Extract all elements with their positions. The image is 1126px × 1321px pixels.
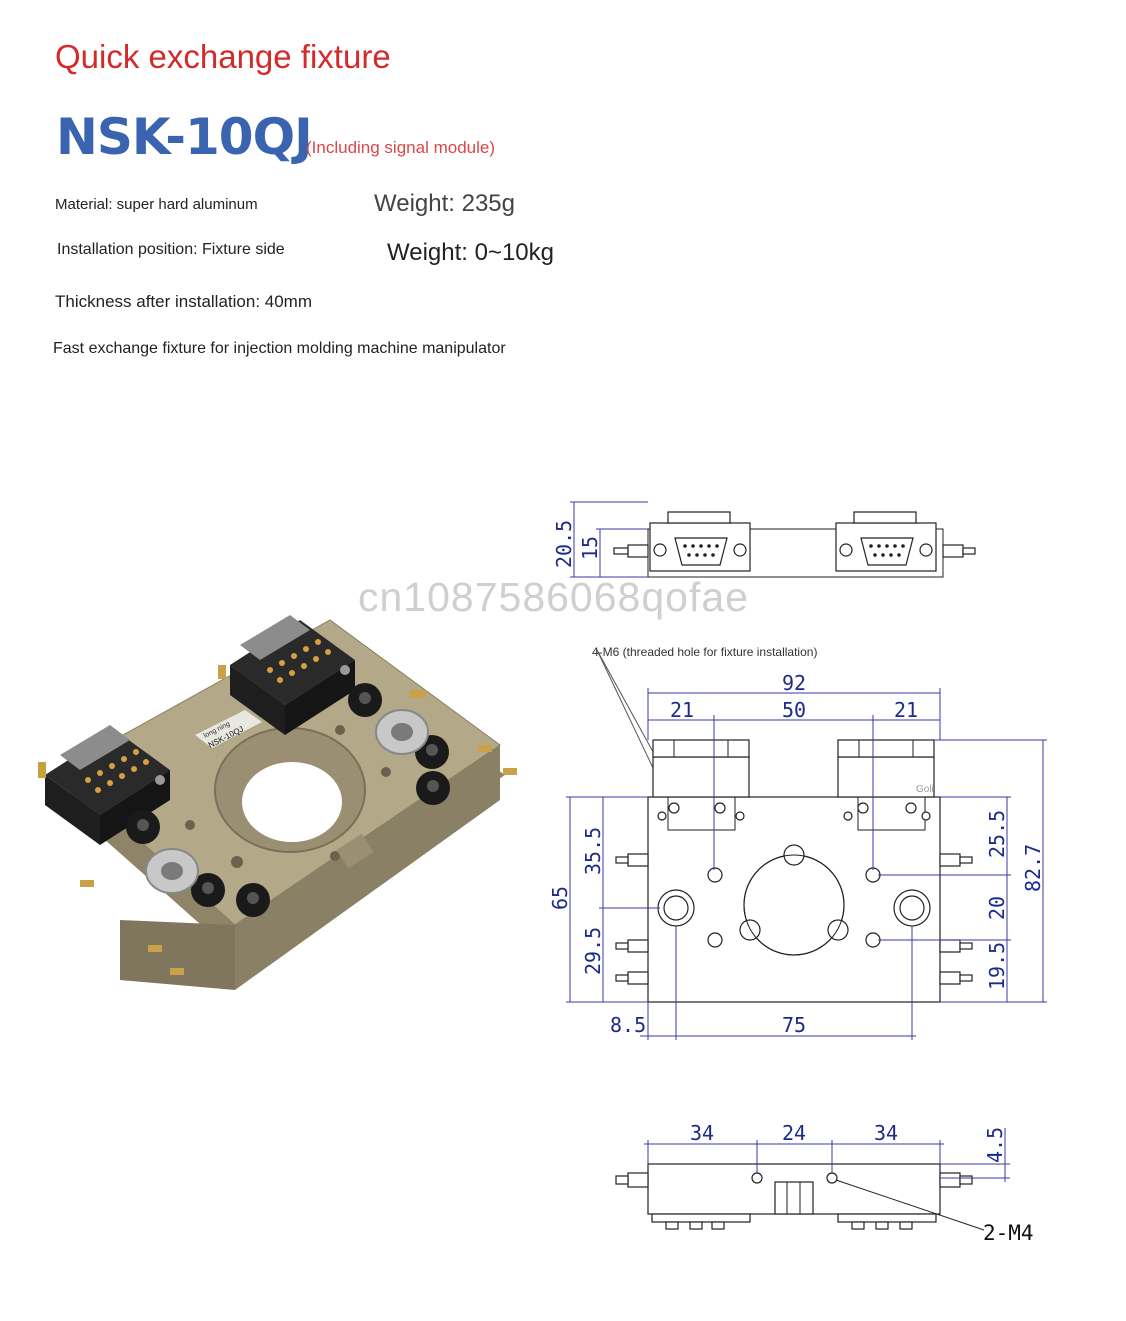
connector-lower [38,725,170,845]
svg-text:Goli: Goli [916,784,934,795]
svg-text:20.5: 20.5 [552,520,576,568]
svg-text:19.5: 19.5 [985,942,1009,990]
spec-thickness: Thickness after installation: 40mm [55,292,312,311]
svg-text:4.5: 4.5 [983,1127,1007,1163]
svg-text:35.5: 35.5 [581,827,605,875]
svg-text:75: 75 [782,1013,806,1037]
svg-text:8.5: 8.5 [610,1013,646,1037]
spec-usage: Fast exchange fixture for injection mold… [53,340,506,357]
svg-text:4-M6 (threaded hole for fixtur: 4-M6 (threaded hole for fixture installa… [592,645,817,659]
page-title: Quick exchange fixture [55,38,391,75]
plan-view: 4-M6 (threaded hole for fixture installa… [548,645,1047,1040]
svg-text:25.5: 25.5 [985,810,1009,858]
model-number: NSK-10QJ [56,108,313,166]
svg-text:65: 65 [548,886,572,910]
svg-text:92: 92 [782,671,806,695]
connector-upper [230,615,355,735]
svg-text:34: 34 [874,1121,898,1145]
spec-material: Material: super hard aluminum [55,196,258,213]
spec-installation: Installation position: Fixture side [57,241,285,258]
product-label [195,710,262,748]
watermark: cn1087586068qofae [358,574,749,620]
svg-text:20: 20 [985,896,1009,920]
side-view-bottom: 34 24 34 4.5 2-M4 [615,1121,1034,1245]
center-hole [242,762,342,842]
svg-text:21: 21 [894,698,918,722]
svg-text:50: 50 [782,698,806,722]
spec-load: Weight: 0~10kg [387,239,555,266]
svg-text:21: 21 [670,698,694,722]
svg-text:24: 24 [782,1121,806,1145]
spec-weight: Weight: 235g [374,190,515,217]
svg-text:82.7: 82.7 [1021,844,1045,892]
svg-text:2-M4: 2-M4 [983,1221,1034,1245]
svg-text:15: 15 [578,536,602,560]
svg-text:34: 34 [690,1121,714,1145]
model-note: (Including signal module) [306,138,495,157]
product-photo: long ning NSK-10QJ [38,615,517,990]
side-view-top: 20.5 15 [552,501,976,578]
brass-fittings [80,665,517,975]
svg-text:29.5: 29.5 [581,927,605,975]
